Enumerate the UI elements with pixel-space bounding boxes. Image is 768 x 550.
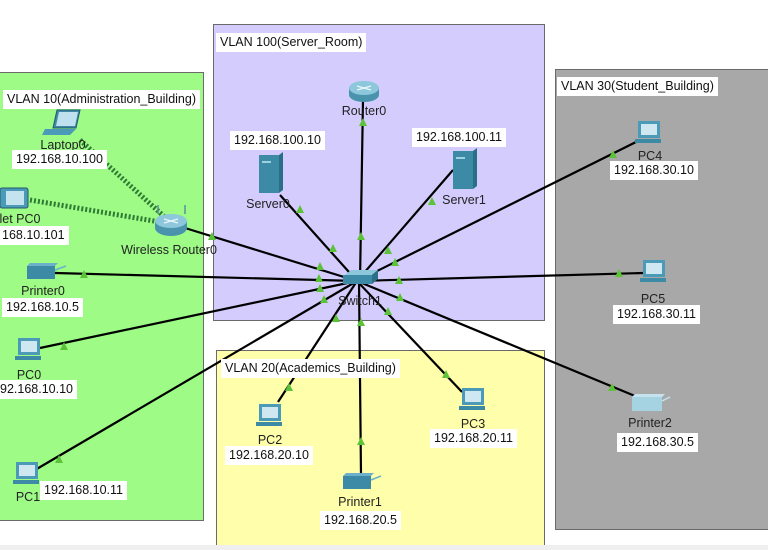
pc5-name: PC5 — [640, 292, 666, 306]
link-status-icon — [615, 269, 623, 277]
vlan30-area[interactable] — [555, 69, 768, 530]
link-pc0-switch1 — [39, 279, 358, 350]
link-status-icon — [608, 383, 616, 391]
printer1-ip: 192.168.20.5 — [320, 511, 401, 530]
printer2-ip: 192.168.30.5 — [617, 433, 698, 452]
router0-name: Router0 — [341, 104, 387, 118]
link-pc4-switch1 — [356, 139, 641, 282]
laptop0-ip: 192.168.10.100 — [12, 150, 107, 169]
printer-icon[interactable] — [343, 473, 382, 489]
server1-ip: 192.168.100.11 — [412, 128, 506, 147]
link-status-icon — [80, 270, 88, 278]
pc-icon[interactable] — [635, 121, 661, 143]
link-status-icon — [315, 274, 323, 282]
link-pc5-switch1 — [356, 271, 644, 283]
link-server1-switch1 — [356, 169, 454, 282]
link-status-icon — [55, 455, 63, 463]
printer-icon[interactable] — [632, 394, 671, 411]
vlan30-label: VLAN 30(Student_Building) — [557, 77, 718, 96]
pc0-name: PC0 — [16, 368, 42, 382]
router-icon[interactable] — [349, 81, 379, 102]
link-status-icon — [357, 318, 365, 326]
link-status-icon — [320, 295, 328, 303]
pc-icon[interactable] — [15, 338, 41, 360]
link-status-icon — [316, 284, 324, 292]
wireless-link-tabletpc0 — [29, 197, 161, 225]
vlan20-label: VLAN 20(Academics_Building) — [221, 359, 400, 378]
tabletpc0-name: let PC0 — [0, 212, 41, 226]
server-icon[interactable] — [453, 148, 477, 189]
vlan10-label: VLAN 10(Administration_Building) — [3, 90, 200, 109]
pc0-ip: 92.168.10.10 — [0, 380, 77, 399]
pc4-name: PC4 — [637, 149, 663, 163]
printer0-name: Printer0 — [21, 284, 65, 298]
link-status-icon — [395, 276, 403, 284]
link-status-icon — [329, 244, 337, 252]
server0-name: Server0 — [246, 197, 290, 211]
printer1-name: Printer1 — [338, 495, 382, 509]
vlan100-label: VLAN 100(Server_Room) — [216, 33, 367, 52]
link-router0-switch1 — [358, 99, 365, 282]
link-printer0-switch1 — [54, 271, 358, 283]
link-server0-switch1 — [279, 194, 358, 282]
switch1-name: Switch1 — [338, 294, 382, 308]
link-status-icon — [296, 205, 304, 213]
pc-icon[interactable] — [640, 260, 666, 282]
pc-icon[interactable] — [459, 388, 485, 410]
pc4-ip: 192.168.30.10 — [610, 161, 698, 180]
wireless-router-icon[interactable] — [155, 205, 187, 236]
link-status-icon — [316, 262, 324, 270]
pc3-ip: 192.168.20.11 — [430, 429, 518, 448]
server1-name: Server1 — [442, 193, 486, 207]
printer-icon[interactable] — [27, 263, 67, 279]
laptop0-name: Laptop0 — [40, 138, 86, 152]
link-status-icon — [384, 307, 392, 315]
link-pc1-switch1 — [34, 280, 358, 471]
wirelessrouter0-name: Wireless Router0 — [121, 243, 217, 257]
link-status-icon — [428, 197, 436, 205]
link-status-icon — [391, 258, 399, 266]
tabletpc0-ip: 168.10.101 — [0, 226, 69, 245]
pc2-name: PC2 — [257, 433, 283, 447]
pc2-ip: 192.168.20.10 — [225, 446, 313, 465]
pc1-name: PC1 — [15, 490, 41, 504]
link-status-icon — [60, 342, 68, 350]
link-status-icon — [609, 150, 617, 158]
link-status-icon — [208, 232, 216, 240]
vlan10-area[interactable] — [0, 72, 204, 521]
pc-icon[interactable] — [256, 404, 282, 426]
printer0-ip: 192.168.10.5 — [2, 298, 83, 317]
pc3-name: PC3 — [460, 417, 486, 431]
link-status-icon — [359, 118, 367, 126]
link-status-icon — [285, 383, 293, 391]
pc5-ip: 192.168.30.11 — [613, 305, 701, 324]
tablet-icon[interactable] — [0, 187, 29, 209]
workspace-bottom-edge — [0, 545, 768, 550]
link-pc2-switch1 — [277, 280, 358, 403]
server0-ip: 192.168.100.10 — [230, 131, 325, 150]
switch-icon[interactable] — [343, 270, 378, 284]
link-status-icon — [384, 246, 392, 254]
link-status-icon — [357, 232, 365, 240]
pc1-ip: 192.168.10.11 — [40, 481, 128, 500]
server-icon[interactable] — [259, 152, 283, 193]
link-status-icon — [357, 437, 365, 445]
pc-icon[interactable] — [13, 462, 39, 484]
link-printer1-switch1 — [357, 280, 363, 476]
link-status-icon — [332, 314, 340, 322]
link-status-icon — [442, 370, 450, 378]
link-status-icon — [396, 293, 404, 301]
printer2-name: Printer2 — [628, 416, 672, 430]
laptop-icon[interactable] — [42, 109, 81, 135]
